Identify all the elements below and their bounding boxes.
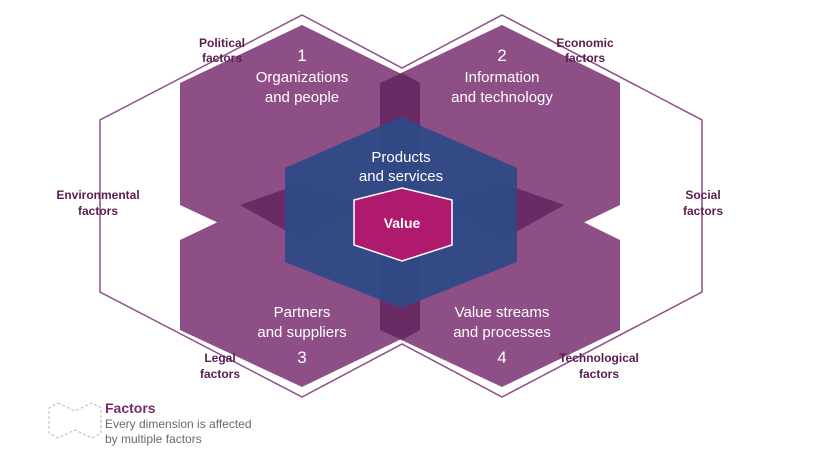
technological-factors-line1: Technological — [559, 351, 639, 365]
dimension-1-title-line1: Organizations — [256, 69, 349, 86]
dimension-4-number: 4 — [497, 348, 506, 367]
legend-factors-icon — [48, 402, 102, 439]
products-and-services-line1: Products — [371, 149, 430, 166]
value-label: Value — [384, 215, 421, 231]
legend-description-line1: Every dimension is affected — [105, 417, 252, 431]
dimension-2-number: 2 — [497, 46, 506, 65]
economic-factors-line2: factors — [565, 51, 605, 65]
dimension-4-title-line1: Value streams — [455, 304, 550, 321]
dimension-3-number: 3 — [297, 348, 306, 367]
technological-factors-line2: factors — [579, 367, 619, 381]
dimension-2-title-line1: Information — [464, 69, 539, 86]
dimension-2-title-line2: and technology — [451, 89, 553, 106]
legend-title: Factors — [105, 400, 156, 416]
dimension-1-title-line2: and people — [265, 89, 339, 106]
social-factors-line1: Social — [685, 188, 720, 202]
legend-description-line2: by multiple factors — [105, 432, 202, 446]
products-and-services-line2: and services — [359, 168, 443, 185]
factors-outline — [99, 14, 703, 398]
social-factors-line2: factors — [683, 204, 723, 218]
dimension-3-title-line2: and suppliers — [257, 324, 346, 341]
hexagon-value — [353, 187, 453, 262]
dimension-1-number: 1 — [297, 46, 306, 65]
economic-factors-line1: Economic — [556, 36, 614, 50]
political-factors-line1: Political — [199, 36, 245, 50]
legal-factors-line1: Legal — [204, 351, 235, 365]
dimension-4-title-line2: and processes — [453, 324, 551, 341]
environmental-factors-line1: Environmental — [56, 188, 139, 202]
dimension-3-title-line1: Partners — [274, 304, 331, 321]
environmental-factors-line2: factors — [78, 204, 118, 218]
political-factors-line2: factors — [202, 51, 242, 65]
legal-factors-line2: factors — [200, 367, 240, 381]
